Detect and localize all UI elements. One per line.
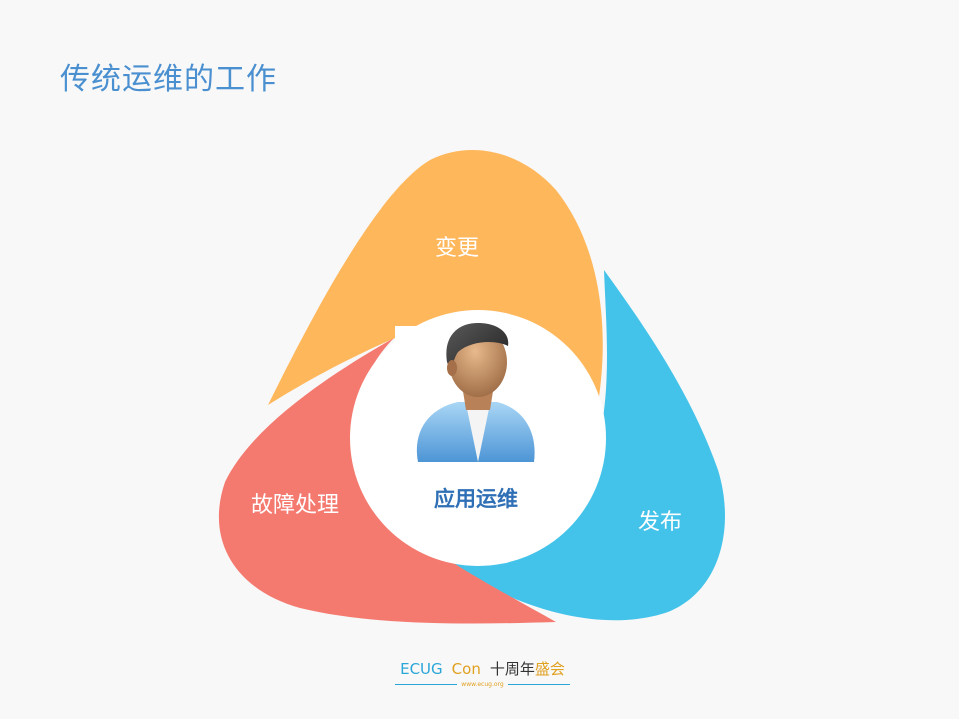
segment-incident-label: 故障处理 (251, 493, 339, 518)
segment-incident (218, 338, 556, 624)
slide-title: 传统运维的工作 (60, 62, 277, 97)
footer-divider-right (507, 684, 570, 685)
footer-divider-left (395, 684, 458, 685)
segment-change-label: 变更 (435, 236, 479, 261)
footer-con: Con (451, 660, 481, 678)
footer-ten: 十周年 (489, 660, 535, 678)
footer-ecug: ECUG (400, 660, 443, 678)
segment-change (268, 150, 603, 415)
person-avatar-icon (395, 322, 540, 471)
footer-url: www.ecug.org (461, 681, 504, 688)
footer-sheng: 盛会 (534, 660, 565, 678)
segment-release-label: 发布 (638, 510, 682, 535)
segment-release (420, 270, 725, 621)
footer-logo: ECUG Con 十周年盛会 www.ecug.org (395, 658, 570, 688)
center-label: 应用运维 (434, 487, 518, 511)
